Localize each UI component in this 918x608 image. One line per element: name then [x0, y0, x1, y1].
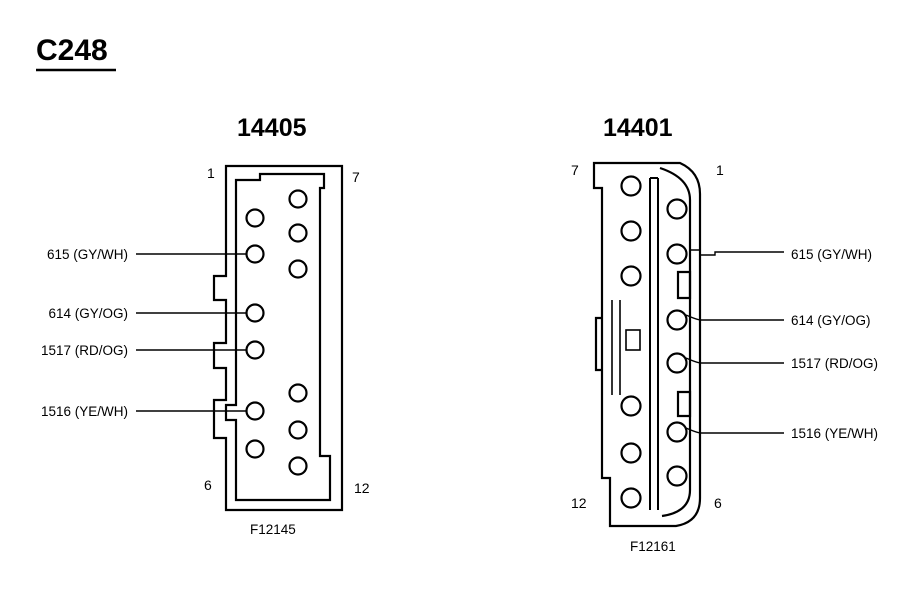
- right-pin-label-12: 12: [571, 495, 587, 511]
- left-callout-614: 614 (GY/OG): [48, 306, 128, 321]
- right-cavity: [666, 421, 688, 443]
- right-cavity: [666, 198, 688, 220]
- left-part-number: 14405: [237, 114, 307, 142]
- right-latch: [594, 316, 602, 372]
- right-part-number: 14401: [603, 114, 673, 142]
- right-key-upper: [676, 270, 692, 300]
- right-figure-id: F12161: [630, 539, 676, 554]
- right-pin-label-1: 1: [716, 162, 724, 178]
- right-cavity: [620, 487, 642, 509]
- right-cavity: [620, 442, 642, 464]
- left-pin-label-6: 6: [204, 477, 212, 493]
- left-figure-id: F12145: [250, 522, 296, 537]
- left-cavity: [288, 223, 308, 243]
- right-leader-line: [690, 249, 784, 256]
- left-cavity: [288, 420, 308, 440]
- left-cavity: [245, 401, 265, 421]
- right-cavity: [666, 465, 688, 487]
- left-callout-615: 615 (GY/WH): [47, 247, 128, 262]
- right-cavity: [666, 243, 688, 265]
- right-latch-window: [625, 329, 641, 351]
- left-cavity: [288, 189, 308, 209]
- left-cavity: [245, 244, 265, 264]
- right-cavity: [620, 395, 642, 417]
- left-callout-1516: 1516 (YE/WH): [41, 404, 128, 419]
- right-callout-1516: 1516 (YE/WH): [791, 426, 878, 441]
- right-leader-line: [685, 357, 784, 364]
- left-cavity: [245, 439, 265, 459]
- left-housing-inner: [224, 172, 332, 502]
- left-cavity: [245, 303, 265, 323]
- left-pin-label-7: 7: [352, 169, 360, 185]
- left-cavity: [288, 456, 308, 476]
- right-cavity: [620, 175, 642, 197]
- right-cavity: [620, 265, 642, 287]
- right-callout-614: 614 (GY/OG): [791, 313, 871, 328]
- left-housing-outer: [212, 164, 344, 512]
- left-pin-label-1: 1: [207, 165, 215, 181]
- right-leader-line: [685, 427, 784, 434]
- right-cavity: [666, 352, 688, 374]
- right-callout-1517: 1517 (RD/OG): [791, 356, 878, 371]
- right-key-lower: [676, 390, 692, 418]
- left-cavity: [245, 208, 265, 228]
- right-connector: 14401 7 1 12 6: [571, 114, 878, 554]
- connector-title: C248: [36, 34, 108, 67]
- left-pin-label-12: 12: [354, 480, 370, 496]
- right-pin-label-7: 7: [571, 162, 579, 178]
- right-pin-label-6: 6: [714, 495, 722, 511]
- left-connector: 14405 1 7 6 12 615 (GY/WH) 614 (GY/OG) 1…: [41, 114, 370, 537]
- right-cavity: [666, 309, 688, 331]
- right-callout-615: 615 (GY/WH): [791, 247, 872, 262]
- left-cavity: [288, 383, 308, 403]
- right-housing-lobe: [659, 166, 692, 518]
- right-cavity: [620, 220, 642, 242]
- left-cavity: [245, 340, 265, 360]
- left-callout-1517: 1517 (RD/OG): [41, 343, 128, 358]
- right-housing-outer: [592, 161, 702, 528]
- left-cavity: [288, 259, 308, 279]
- right-leader-line: [685, 314, 784, 321]
